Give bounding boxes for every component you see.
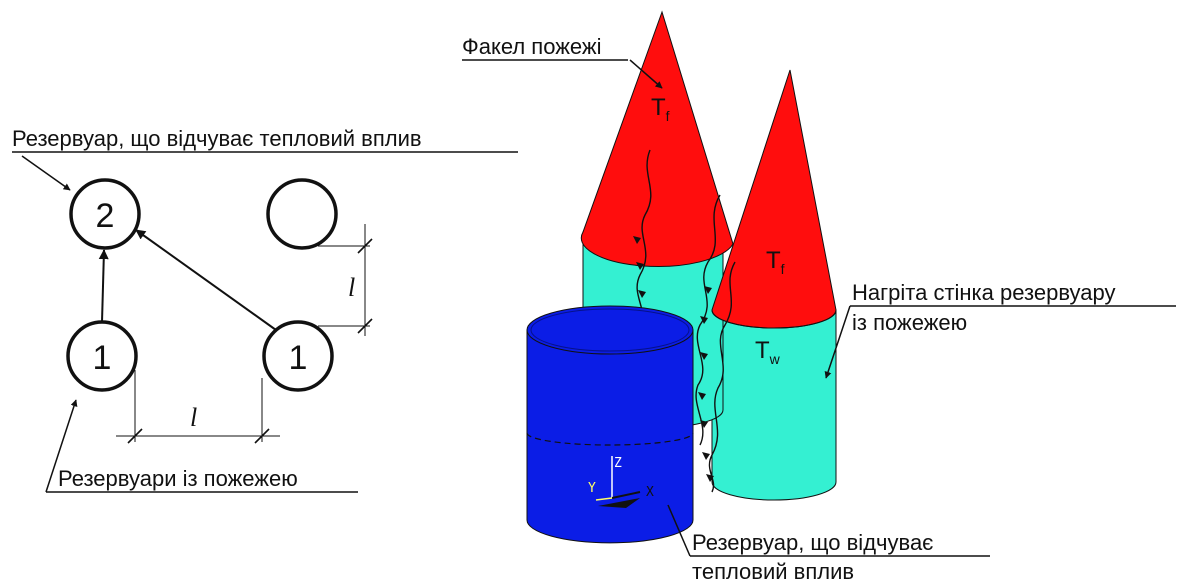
horizontal-spacing-dimension: l bbox=[116, 370, 280, 444]
flame-label: Факел пожежі bbox=[462, 34, 602, 59]
plan-view: Резервуар, що відчуває тепловий вплив 2 … bbox=[12, 126, 518, 493]
heated-wall-label-line2: із пожежею bbox=[852, 310, 967, 335]
vertical-spacing-dimension: l bbox=[318, 224, 373, 336]
axis-y-label: Y bbox=[588, 481, 596, 496]
heated-wall-leader bbox=[824, 305, 851, 379]
receiving-tank-3d-label-line2: тепловий вплив bbox=[692, 559, 854, 584]
heat-arrow-diagonal bbox=[135, 229, 277, 331]
fire-tank-left-number: 1 bbox=[93, 339, 112, 377]
receiving-tank-label: Резервуар, що відчуває тепловий вплив bbox=[12, 126, 422, 151]
fire-tank-right-number: 1 bbox=[289, 339, 308, 377]
flame-temp-label-back: Tf bbox=[766, 247, 785, 277]
receiving-tank-3d-leader bbox=[667, 504, 691, 557]
flame-temp-label-front: Tf bbox=[651, 94, 670, 124]
axis-x-label: X bbox=[646, 485, 654, 500]
flame-leader bbox=[629, 59, 663, 89]
fire-tanks-leader bbox=[45, 399, 78, 493]
receiving-tank-circle bbox=[69, 178, 141, 250]
fire-tank-right-circle bbox=[262, 320, 334, 392]
heat-arrow-tips bbox=[633, 236, 714, 482]
receiving-tank-leader bbox=[21, 155, 71, 191]
model-3d-view: Z Y X Tf Tf Tw Факел пожежі Нагріта стін… bbox=[462, 10, 1176, 584]
axis-z-label: Z bbox=[614, 456, 622, 471]
wall-temp-label: Tw bbox=[755, 337, 781, 367]
vertical-spacing-symbol: l bbox=[348, 273, 355, 302]
heated-wall-label: Нагріта стінка резервуару bbox=[852, 280, 1116, 305]
receiving-tank-number: 2 bbox=[96, 197, 115, 235]
horizontal-spacing-symbol: l bbox=[190, 403, 197, 432]
flame-cone-front bbox=[580, 10, 734, 267]
neighbor-tank-circle bbox=[266, 178, 338, 250]
receiving-tank-3d-label: Резервуар, що відчуває bbox=[692, 530, 933, 555]
heated-tank-cylinder bbox=[711, 309, 837, 501]
heat-arrow-vertical bbox=[98, 249, 109, 323]
fire-tanks-label: Резервуари із пожежею bbox=[58, 466, 298, 491]
heat-radiation-waves bbox=[636, 149, 736, 493]
coordinate-axes: Z Y X bbox=[588, 456, 654, 508]
receiving-tank-3d bbox=[526, 305, 694, 544]
